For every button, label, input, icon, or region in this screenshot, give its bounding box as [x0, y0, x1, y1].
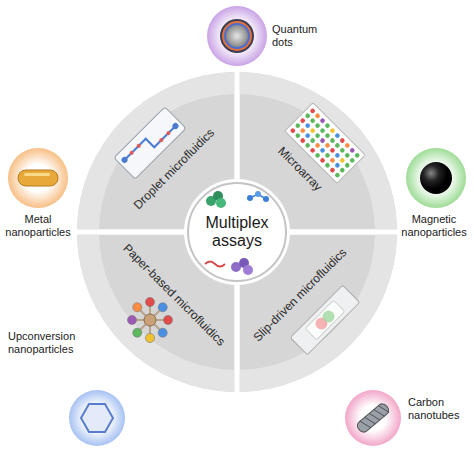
array-spot [319, 147, 326, 154]
paper-zone [133, 328, 142, 337]
array-spot [304, 113, 311, 120]
glow-disc [69, 390, 125, 446]
array-spot [304, 132, 311, 139]
paper-zone [158, 303, 167, 312]
sector-fill [77, 235, 234, 392]
sector-rim [77, 235, 234, 392]
array-spot [299, 117, 306, 124]
paper-zone [133, 303, 142, 312]
node-label: Magnetic nanoparticles [401, 213, 466, 239]
paper-device [128, 298, 173, 343]
array-spot [334, 162, 341, 169]
metal-rod-icon [18, 170, 58, 186]
array-spot [319, 127, 326, 134]
array-spot [295, 122, 302, 129]
sector-rim [77, 72, 234, 229]
array-spot [344, 152, 351, 159]
array-spot [314, 142, 321, 149]
glow-disc [8, 148, 68, 208]
array-spot [324, 142, 331, 149]
quantum-dot-icon [220, 19, 254, 53]
array-spot [334, 172, 341, 179]
array-spot [309, 117, 316, 124]
array-spot [319, 137, 326, 144]
node-label: Upconversion nanoparticles [8, 330, 75, 356]
protein-blobs [205, 191, 269, 275]
array-spot [319, 117, 326, 124]
array-spot [354, 152, 361, 159]
microarray-slide [285, 103, 366, 184]
sector-rim [240, 235, 397, 392]
upconversion-hexagon-icon [81, 404, 113, 432]
sector-fill [240, 235, 397, 392]
glow-disc [406, 148, 466, 208]
nanotube-icon [355, 402, 390, 434]
paper-zone [146, 334, 155, 343]
array-spot [324, 122, 331, 129]
slip-chip [290, 285, 359, 354]
glow-disc [345, 390, 401, 446]
array-spot [339, 147, 346, 154]
array-spot [304, 142, 311, 149]
paper-zone [128, 316, 137, 325]
node-label: Carbon nanotubes [408, 396, 459, 422]
array-spot [334, 132, 341, 139]
center-title: Multiplex assays [205, 214, 268, 251]
array-spot [299, 137, 306, 144]
array-spot [309, 108, 316, 115]
array-spot [339, 137, 346, 144]
node-label: Quantum dots [272, 23, 317, 49]
array-spot [299, 127, 306, 134]
paper-zone [164, 316, 173, 325]
array-spot [314, 113, 321, 120]
array-spot [295, 132, 302, 139]
array-spot [324, 152, 331, 159]
array-spot [344, 142, 351, 149]
array-spot [339, 167, 346, 174]
array-spot [309, 137, 316, 144]
array-spot [334, 152, 341, 159]
array-spot [324, 132, 331, 139]
paper-zone [146, 298, 155, 307]
array-spot [314, 122, 321, 129]
array-spot [334, 142, 341, 149]
center-outline [188, 183, 286, 281]
array-spot [329, 127, 336, 134]
array-spot [290, 127, 297, 134]
array-spot [309, 127, 316, 134]
array-spot [344, 162, 351, 169]
array-spot [309, 147, 316, 154]
array-spot [329, 167, 336, 174]
array-spot [314, 132, 321, 139]
array-spot [329, 157, 336, 164]
sector-fill [77, 72, 234, 229]
array-spot [349, 147, 356, 154]
array-spot [329, 137, 336, 144]
array-spot [319, 157, 326, 164]
array-spot [349, 157, 356, 164]
magnetic-sphere-icon [420, 162, 452, 194]
droplet-chip [114, 107, 186, 179]
glow-disc [207, 6, 267, 66]
paper-zone [158, 328, 167, 337]
array-spot [304, 122, 311, 129]
array-spot [339, 157, 346, 164]
node-label: Metal nanoparticles [5, 213, 70, 239]
array-spot [314, 152, 321, 159]
array-spot [324, 162, 331, 169]
array-spot [329, 147, 336, 154]
